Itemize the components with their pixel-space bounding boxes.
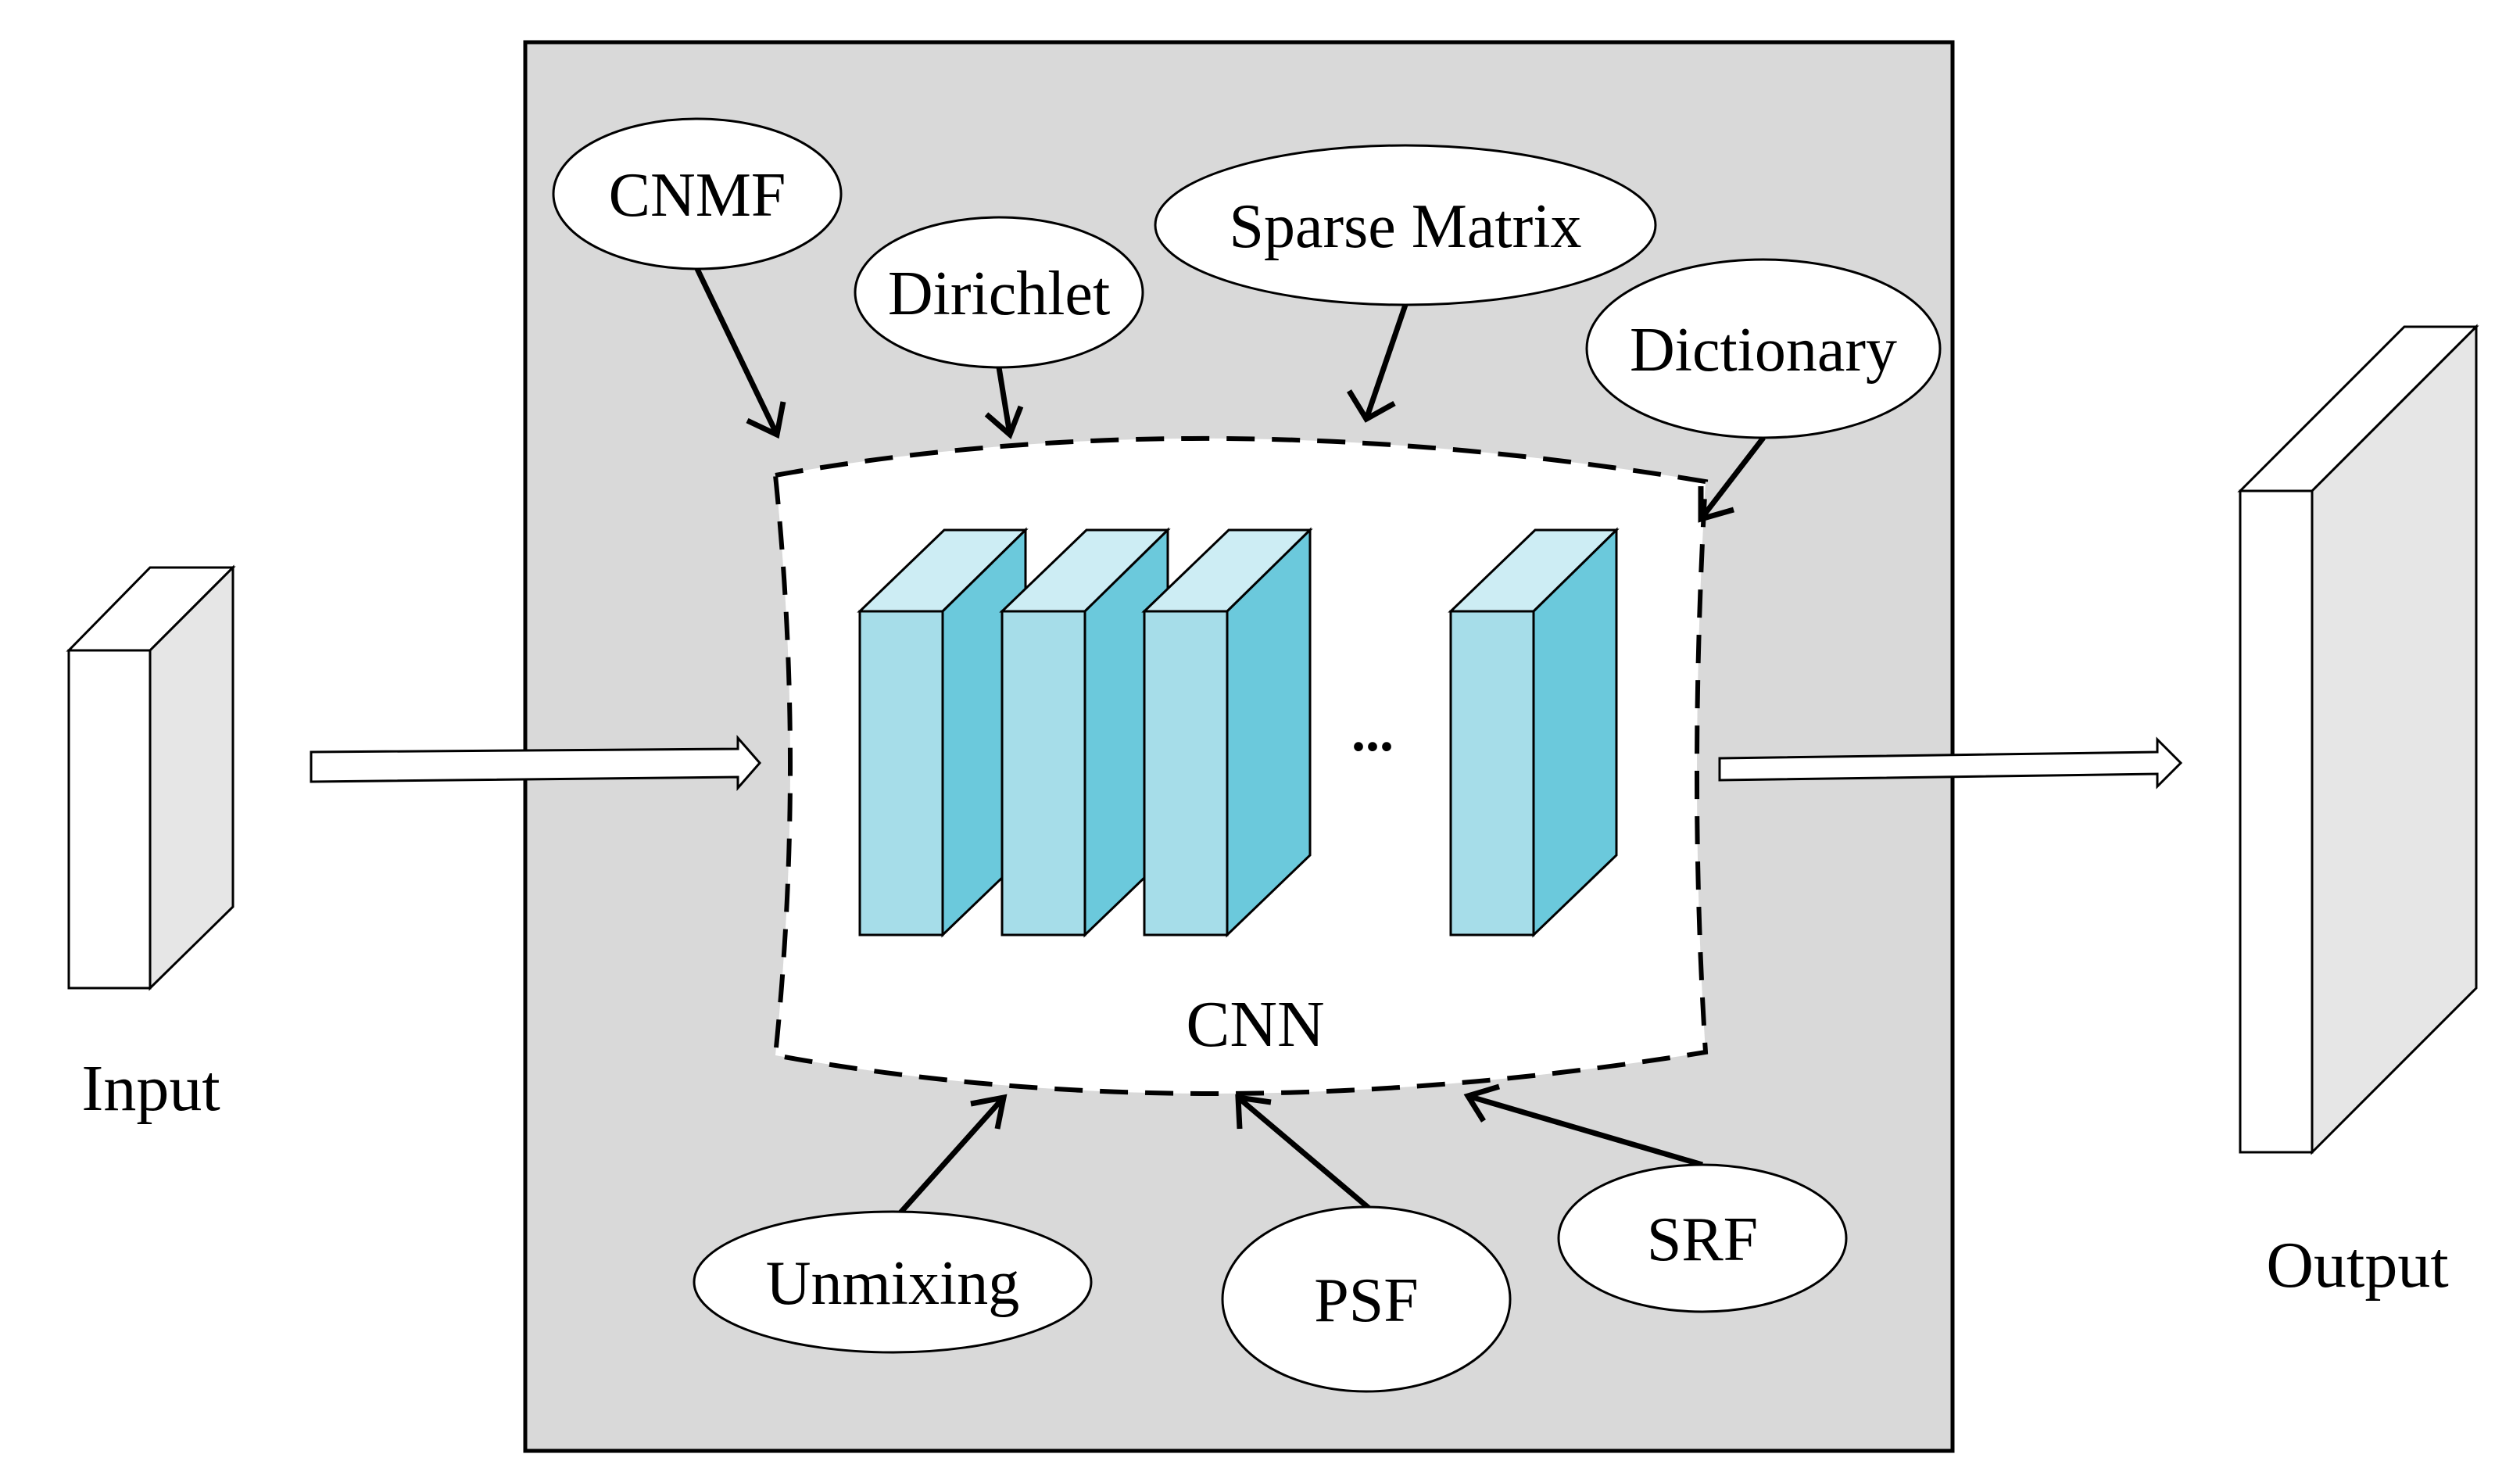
prior-node-sparse-matrix-shape: [1154, 144, 1657, 306]
output-block-front: [2239, 489, 2314, 1154]
prior-node-psf: PSF: [1221, 1205, 1512, 1393]
arrow-dictionary-head: [1698, 486, 1734, 523]
arrow-sparse-matrix: [1363, 303, 1409, 421]
prior-node-dictionary: Dictionary: [1585, 258, 1942, 439]
arrow-sparse-matrix-head: [1347, 389, 1396, 423]
arrow-cnmf: [694, 267, 780, 436]
prior-node-dirichlet: Dirichlet: [854, 216, 1144, 369]
arrow-srf-head: [1463, 1083, 1501, 1123]
prior-node-cnmf-label: CNMF: [609, 161, 786, 230]
prior-node-sparse-matrix: Sparse Matrix: [1154, 144, 1657, 306]
arrow-unmixing: [893, 1095, 1006, 1220]
prior-arrows: [694, 267, 1766, 1220]
cnn-label: CNN: [1186, 988, 1324, 1061]
prior-node-cnmf-shape: [552, 117, 843, 270]
arrow-dictionary: [1698, 435, 1766, 521]
cnn-layer-3: [1141, 527, 1313, 938]
cnn-layer-1: [857, 527, 1029, 938]
input-flow-arrow: [310, 735, 761, 791]
arrow-cnmf-head: [746, 401, 786, 439]
prior-node-unmixing-label: Unmixing: [766, 1249, 1019, 1318]
prior-node-srf: SRF: [1557, 1163, 1848, 1313]
arrow-dirichlet-head: [984, 405, 1024, 439]
prior-node-cnmf: CNMF: [552, 117, 843, 270]
prior-node-srf-shape: [1557, 1163, 1848, 1313]
cnn-layer-2: [999, 527, 1171, 938]
output-block: [2237, 324, 2479, 1155]
prior-node-unmixing: Unmixing: [693, 1210, 1093, 1354]
cnn-layer-2-front: [1000, 610, 1086, 936]
prior-node-sparse-matrix-label: Sparse Matrix: [1229, 192, 1581, 261]
input-label: Input: [81, 1052, 220, 1125]
prior-node-psf-shape: [1221, 1205, 1512, 1393]
arrow-unmixing-head: [970, 1094, 1008, 1130]
cnn-layer-last-front: [1449, 610, 1535, 936]
output-flow-arrow: [1718, 736, 2183, 790]
arrow-psf-head: [1235, 1094, 1272, 1130]
cnn-layer-3-front: [1143, 610, 1229, 936]
prior-node-dirichlet-shape: [854, 216, 1144, 369]
layer-ellipsis: ...: [1351, 700, 1394, 763]
prior-node-psf-label: PSF: [1314, 1266, 1418, 1335]
arrow-dirichlet: [996, 367, 1013, 435]
arrow-psf: [1236, 1095, 1372, 1211]
input-block-front: [67, 649, 152, 990]
prior-node-dictionary-label: Dictionary: [1630, 316, 1897, 385]
input-block: [66, 564, 236, 991]
output-label: Output: [2266, 1229, 2448, 1302]
arrow-srf: [1467, 1093, 1703, 1168]
cnn-layer-1-front: [858, 610, 944, 936]
prior-node-unmixing-shape: [693, 1210, 1093, 1354]
prior-node-dictionary-shape: [1585, 258, 1942, 439]
prior-node-srf-label: SRF: [1647, 1205, 1758, 1274]
prior-node-dirichlet-label: Dirichlet: [888, 260, 1110, 328]
cnn-layers: [857, 527, 1620, 938]
cnn-layer-last: [1448, 527, 1620, 938]
